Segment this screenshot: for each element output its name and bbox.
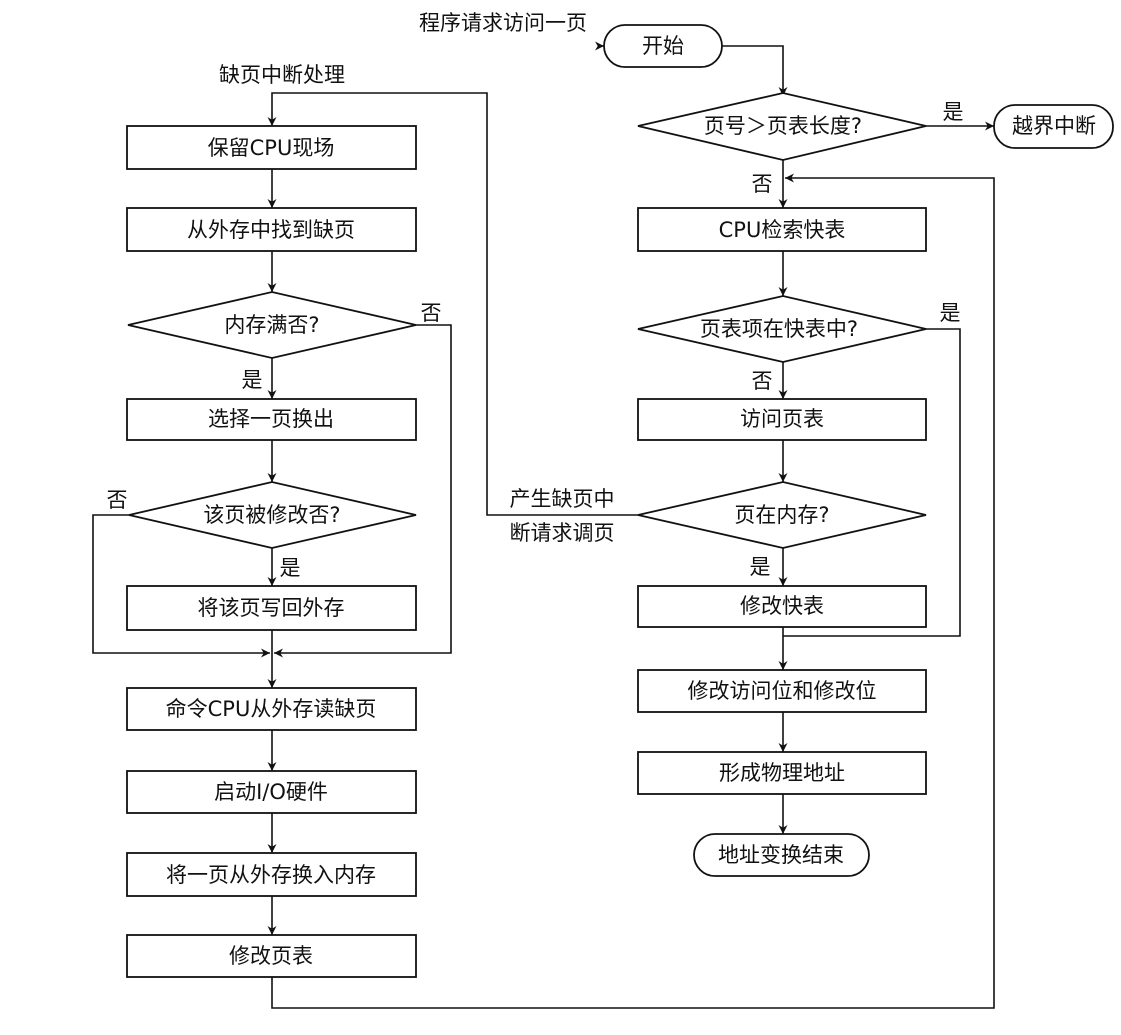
svg-text:内存满否?: 内存满否? xyxy=(224,313,319,337)
start-io-box: 启动I/O硬件 xyxy=(126,770,417,814)
svg-text:从外存中找到缺页: 从外存中找到缺页 xyxy=(187,218,355,242)
svg-text:页号＞页表长度?: 页号＞页表长度? xyxy=(704,114,862,138)
fault-request-label-line1: 产生缺页中 xyxy=(510,487,615,511)
memory-full-decision: 内存满否? xyxy=(127,291,417,359)
svg-text:越界中断: 越界中断 xyxy=(1012,114,1096,138)
svg-text:该页被修改否?: 该页被修改否? xyxy=(203,503,340,527)
overflow-interrupt-node: 越界中断 xyxy=(993,104,1114,149)
svg-text:修改访问位和修改位: 修改访问位和修改位 xyxy=(688,679,877,703)
command-cpu-read-box: 命令CPU从外存读缺页 xyxy=(126,687,417,731)
start-node: 开始 xyxy=(603,24,723,68)
svg-text:地址变换结束: 地址变换结束 xyxy=(718,843,844,867)
svg-text:访问页表: 访问页表 xyxy=(740,407,824,431)
svg-text:形成物理地址: 形成物理地址 xyxy=(719,761,845,785)
svg-text:保留CPU现场: 保留CPU现场 xyxy=(208,136,335,160)
update-page-table-box: 修改页表 xyxy=(126,934,417,978)
entry-in-tlb-decision: 页表项在快表中? xyxy=(637,295,927,363)
svg-text:修改页表: 修改页表 xyxy=(229,944,313,968)
find-missing-page-box: 从外存中找到缺页 xyxy=(126,207,417,252)
choose-page-out-box: 选择一页换出 xyxy=(126,398,417,441)
end-node: 地址变换结束 xyxy=(693,833,870,877)
fault-request-label-line2: 断请求调页 xyxy=(510,521,615,545)
yes-label-in-mem: 是 xyxy=(750,555,771,579)
update-access-bits-box: 修改访问位和修改位 xyxy=(637,669,927,713)
connectors xyxy=(92,41,995,1009)
no-label-in-tlb: 否 xyxy=(752,369,773,393)
save-cpu-context-box: 保留CPU现场 xyxy=(126,125,417,170)
no-label-length: 否 xyxy=(752,172,773,196)
page-modified-decision: 该页被修改否? xyxy=(128,481,417,549)
check-page-length-decision: 页号＞页表长度? xyxy=(637,92,927,161)
request-label: 程序请求访问一页 xyxy=(419,11,587,35)
write-back-box: 将该页写回外存 xyxy=(126,585,417,631)
no-label-mem-full: 否 xyxy=(421,301,442,325)
yes-label-in-tlb: 是 xyxy=(940,301,961,325)
form-physical-address-box: 形成物理地址 xyxy=(637,751,927,795)
svg-text:页表项在快表中?: 页表项在快表中? xyxy=(700,317,858,341)
svg-text:页在内存?: 页在内存? xyxy=(734,503,829,527)
cpu-search-tlb-box: CPU检索快表 xyxy=(637,207,927,252)
yes-label-mem-full: 是 xyxy=(242,368,263,392)
svg-text:开始: 开始 xyxy=(642,34,684,58)
svg-text:CPU检索快表: CPU检索快表 xyxy=(719,218,846,242)
visit-page-table-box: 访问页表 xyxy=(637,398,927,441)
svg-text:修改快表: 修改快表 xyxy=(740,594,824,618)
svg-text:将一页从外存换入内存: 将一页从外存换入内存 xyxy=(166,863,376,887)
svg-text:选择一页换出: 选择一页换出 xyxy=(208,407,334,431)
svg-text:将该页写回外存: 将该页写回外存 xyxy=(198,596,345,620)
no-label-modified: 否 xyxy=(107,488,128,512)
yes-label-overflow: 是 xyxy=(943,100,964,124)
update-tlb-box: 修改快表 xyxy=(637,585,927,628)
page-in-memory-decision: 页在内存? xyxy=(637,481,927,549)
svg-text:命令CPU从外存读缺页: 命令CPU从外存读缺页 xyxy=(166,697,377,721)
svg-text:启动I/O硬件: 启动I/O硬件 xyxy=(214,780,328,804)
yes-label-modified: 是 xyxy=(280,556,301,580)
fault-handler-label: 缺页中断处理 xyxy=(219,63,345,87)
swap-in-page-box: 将一页从外存换入内存 xyxy=(126,852,417,897)
